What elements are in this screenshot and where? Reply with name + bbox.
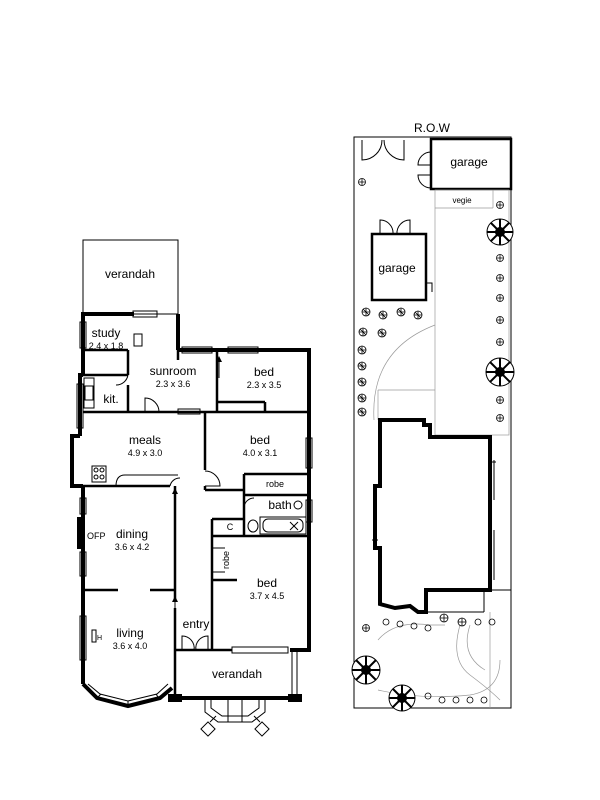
kitchen-bench — [83, 377, 95, 409]
room-name-bed2: bed — [250, 433, 270, 447]
room-dim-meals: 4.9 x 3.0 — [128, 448, 163, 458]
room-name-kit: kit. — [103, 392, 118, 406]
tree-icons — [351, 218, 515, 712]
rear-garage — [429, 137, 513, 191]
room-name-living: living — [116, 626, 143, 640]
doors — [115, 318, 255, 651]
room-dim-bed3: 2.3 x 3.5 — [247, 380, 282, 390]
room-name-sunroom: sunroom — [150, 364, 197, 378]
front-steps — [200, 700, 270, 737]
room-dim-sunroom: 2.3 x 3.6 — [156, 379, 191, 389]
stove-icon — [91, 465, 107, 483]
heater-icon — [91, 629, 97, 643]
room-dim-dining: 3.6 x 4.2 — [115, 542, 150, 552]
rear-garage-label: garage — [450, 155, 488, 169]
interior-walls — [83, 348, 309, 702]
room-name-study: study — [92, 326, 121, 340]
room-dim-bed1: 3.7 x 4.5 — [250, 591, 285, 601]
heater-label: H — [97, 635, 102, 642]
room-name-entry: entry — [183, 617, 210, 631]
side-garage — [370, 232, 428, 302]
house-footprint — [373, 418, 492, 614]
house-plan: verandah study 2.4 x 1.8 sunroom 2.3 x 3… — [70, 239, 313, 737]
room-name-robe2: robe — [221, 551, 231, 569]
exterior-walls — [70, 312, 311, 700]
room-dim-study: 2.4 x 1.8 — [89, 341, 124, 351]
passage-arrows — [172, 356, 222, 612]
side-garage-label: garage — [378, 261, 416, 275]
room-name-bed1: bed — [257, 576, 277, 590]
site-plan: R.O.W garage vegie garage — [351, 121, 515, 712]
vegie-label: vegie — [452, 196, 472, 205]
chimney — [77, 517, 83, 549]
shrub-icons — [357, 178, 504, 704]
site-boundary — [353, 136, 512, 709]
room-name-meals: meals — [129, 433, 161, 447]
room-name-cupboard: C — [227, 522, 234, 532]
bay-window — [81, 682, 174, 709]
bathtub-icon — [259, 516, 307, 535]
toilet-icon — [247, 519, 259, 533]
row-label: R.O.W — [414, 121, 451, 135]
room-labels: verandah study 2.4 x 1.8 sunroom 2.3 x 3… — [87, 267, 292, 681]
fixtures — [83, 333, 307, 643]
room-name-bath: bath — [268, 498, 291, 512]
room-name-dining: dining — [116, 527, 148, 541]
room-dim-bed2: 4.0 x 3.1 — [243, 448, 278, 458]
room-dim-living: 3.6 x 4.0 — [113, 641, 148, 651]
basin-icon — [293, 500, 303, 510]
room-name-verandah-rear: verandah — [105, 267, 155, 281]
fireplace-label: OFP — [87, 531, 106, 541]
room-name-bed3: bed — [254, 365, 274, 379]
room-name-robe1: robe — [266, 479, 284, 489]
room-name-verandah-front: verandah — [212, 667, 262, 681]
